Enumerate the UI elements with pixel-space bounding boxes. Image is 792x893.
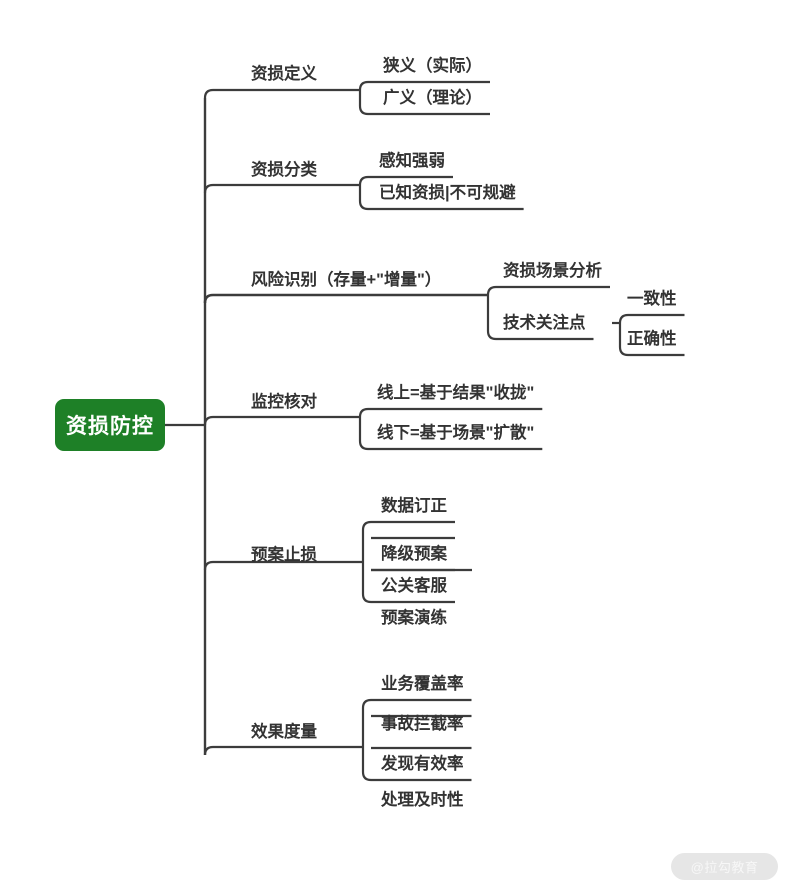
branch-label-2[interactable]: 资损分类 — [251, 161, 317, 179]
child-label-3-1[interactable]: 资损场景分析 — [503, 262, 602, 280]
subspine-5 — [361, 520, 372, 604]
child-label-1-2[interactable]: 广义（理论） — [383, 89, 482, 107]
child-label-2-1[interactable]: 感知强弱 — [379, 152, 445, 170]
child-label-5-1[interactable]: 数据订正 — [381, 497, 447, 515]
branch-label-1[interactable]: 资损定义 — [251, 65, 317, 83]
branch-line-3 — [203, 293, 488, 304]
child-label-4-1[interactable]: 线上=基于结果"收拢" — [377, 384, 535, 402]
child-label-3-2-1[interactable]: 一致性 — [627, 290, 677, 308]
child-label-5-3[interactable]: 公关客服 — [381, 577, 447, 595]
subspine-1 — [358, 80, 369, 116]
subspine-4 — [358, 407, 369, 451]
child-label-5-4[interactable]: 预案演练 — [381, 609, 447, 627]
child-label-4-2[interactable]: 线下=基于场景"扩散" — [377, 424, 535, 442]
branch-line-4 — [203, 415, 360, 426]
branch-label-6[interactable]: 效果度量 — [251, 723, 317, 741]
child-label-5-2[interactable]: 降级预案 — [381, 545, 447, 563]
watermark: @拉勾教育 — [671, 853, 778, 880]
child-label-6-3[interactable]: 发现有效率 — [381, 755, 464, 773]
child-label-6-2[interactable]: 事故拦截率 — [381, 715, 464, 733]
child-label-1-1[interactable]: 狭义（实际） — [383, 57, 482, 75]
branch-label-5[interactable]: 预案止损 — [251, 546, 317, 564]
branch-line-1 — [203, 88, 360, 99]
child-label-3-2-2[interactable]: 正确性 — [627, 330, 677, 348]
subspine-2 — [358, 175, 369, 211]
branch-label-4[interactable]: 监控核对 — [251, 393, 317, 411]
branch-line-2 — [203, 183, 360, 194]
child-label-6-4[interactable]: 处理及时性 — [381, 791, 464, 809]
branch-line-6 — [203, 745, 363, 756]
subspine-3 — [486, 285, 497, 341]
child-label-2-2[interactable]: 已知资损|不可规避 — [379, 184, 516, 202]
child-label-6-1[interactable]: 业务覆盖率 — [381, 675, 464, 693]
branch-label-3[interactable]: 风险识别（存量+"增量"） — [251, 271, 442, 289]
child-label-3-2[interactable]: 技术关注点 — [503, 314, 586, 332]
root-node[interactable]: 资损防控 — [55, 399, 165, 451]
subspine-6 — [361, 698, 372, 782]
